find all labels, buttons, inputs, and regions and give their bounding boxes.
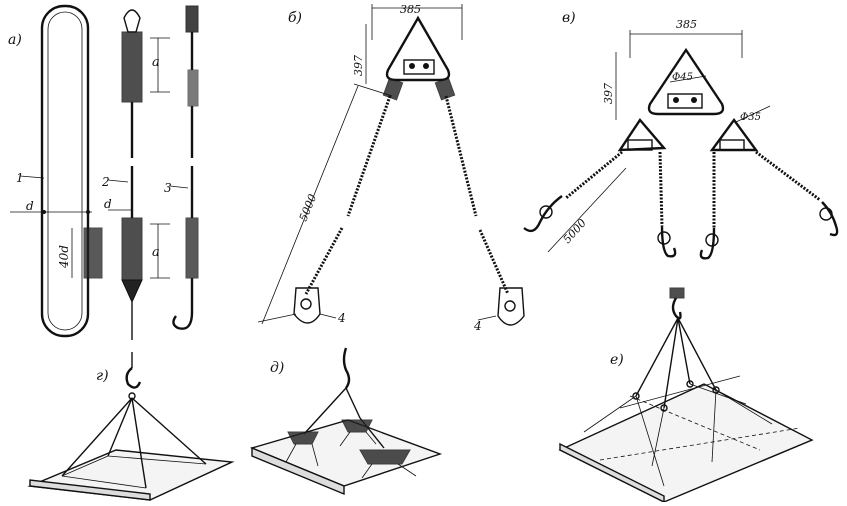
dim-a-top: a [152,55,160,70]
panel-v: в) 385 397 Ф45 Ф35 [523,10,839,260]
panel-e: е) [558,287,814,504]
dim-d2: d [104,197,112,211]
panel-label-e: е) [610,352,624,368]
dim-a-bottom: a [152,245,160,260]
dim-v-width: 385 [676,18,697,31]
part-number-4-right: 4 [473,319,482,333]
dim-v-height: 397 [602,83,615,104]
dim-b-width: 385 [400,3,421,16]
dim-40d: 40d [57,245,71,269]
part-number-2: 2 [101,175,110,189]
part-number-1: 1 [16,171,24,185]
dim-b-length: 5000 [297,192,320,223]
panel-label-v: в) [562,10,576,26]
sling-3-with-hook: 3 [164,5,199,330]
panel-g: г) [27,352,235,501]
panel-a: а) 1 d 40d a [8,4,199,340]
panel-label-g: г) [96,368,109,384]
dim-d1: d [26,199,34,213]
panel-label-b: б) [288,10,302,26]
panel-label-a: а) [8,32,22,48]
part-number-4-left: 4 [337,311,346,325]
panel-label-d: д) [270,360,284,376]
panel-d: д) [249,347,443,496]
part-number-3: 3 [164,181,172,195]
dim-b-height: 397 [352,55,365,76]
sling-2-thimble-ends: a a 2 d [101,9,170,340]
dim-v-diam-main: Ф45 [672,72,693,83]
dim-v-diam-ring: Ф35 [740,112,761,123]
endless-sling-1: 1 d 40d [10,4,103,338]
dim-v-length: 5000 [561,217,589,247]
panel-b: б) 385 397 4 4 5000 [257,3,525,333]
